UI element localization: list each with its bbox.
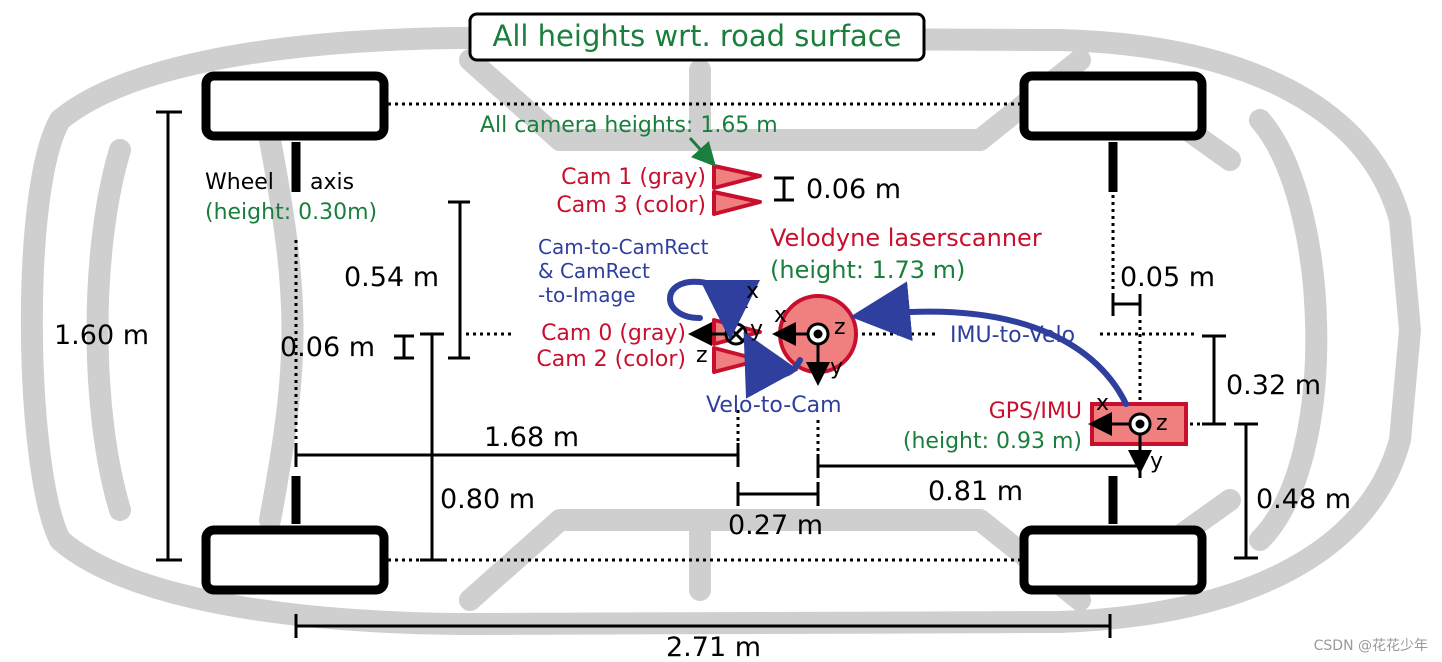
velo-axis-z: z: [834, 315, 846, 340]
dim-0-32: 0.32 m: [1226, 370, 1321, 401]
bottom-cam-gap-label: 0.06 m: [280, 332, 375, 363]
cam-rect-label-1: Cam-to-CamRect: [538, 235, 709, 259]
cam1-icon: [712, 164, 762, 190]
camera-heights-note: All camera heights: 1.65 m: [480, 113, 778, 138]
wheel-rear-right: [1019, 525, 1207, 595]
wheel-front-right: [201, 525, 389, 595]
wheel-rear-left: [1019, 71, 1207, 141]
velo-axis-y: y: [830, 355, 843, 380]
wheel-front-left: [201, 71, 389, 141]
top-cam-gap-label: 0.06 m: [806, 174, 901, 205]
gps-label: GPS/IMU: [989, 399, 1082, 424]
cam-axis-y: y: [750, 317, 763, 342]
dim-0-27: 0.27 m: [728, 510, 823, 541]
cam2-label: Cam 2 (color): [536, 347, 686, 372]
dimension-lines: [156, 110, 1258, 638]
cam2-icon: [712, 346, 762, 374]
title-text: All heights wrt. road surface: [493, 19, 902, 53]
dim-1-68: 1.68 m: [484, 422, 579, 453]
cam-rect-arrow: [667, 278, 760, 340]
gps-axis-z: z: [1156, 411, 1168, 436]
imu-to-velo-arrow: [850, 281, 1129, 407]
cam3-label: Cam 3 (color): [556, 193, 706, 218]
title-box: [468, 12, 926, 62]
wheel-axis-height: (height: 0.30m): [205, 200, 377, 225]
wheel-axis-label: Wheel: [205, 170, 274, 195]
cam0-label: Cam 0 (gray): [541, 321, 686, 346]
cam3-icon: [712, 190, 762, 216]
dim-0-48: 0.48 m: [1256, 484, 1351, 515]
cam-axis-x: x: [746, 279, 759, 304]
wheels: [201, 71, 1207, 595]
coord-frame-gps: [1088, 412, 1152, 474]
dimension-labels: 1.60 m 0.54 m 0.80 m 1.68 m 0.27 m 0.81 …: [54, 262, 1351, 662]
transform-arrows: [667, 278, 1129, 407]
gps-axis-x: x: [1096, 391, 1109, 416]
wheel-axis-label-2: axis: [310, 170, 354, 195]
dim-0-05: 0.05 m: [1120, 262, 1215, 293]
dim-1-60: 1.60 m: [54, 320, 149, 351]
cam-axis-z: z: [696, 343, 708, 368]
dim-2-71: 2.71 m: [666, 632, 761, 662]
velodyne-label: Velodyne laserscanner: [770, 224, 1042, 252]
gps-height: (height: 0.93 m): [903, 429, 1082, 454]
velo-to-cam-arrow: [743, 331, 803, 399]
velodyne-height: (height: 1.73 m): [770, 256, 965, 284]
coord-frame-velo: [772, 322, 830, 386]
cam-rect-label-3: -to-Image: [538, 283, 636, 307]
dim-0-80: 0.80 m: [440, 484, 535, 515]
cam1-label: Cam 1 (gray): [561, 165, 706, 190]
cam-rect-label-2: & CamRect: [538, 259, 650, 283]
velo-to-cam-label: Velo-to-Cam: [706, 393, 842, 418]
velo-axis-x: x: [774, 303, 787, 328]
camera-height-arrow: [688, 136, 717, 167]
axle-stubs: [291, 142, 1118, 524]
watermark: CSDN @花花少年: [1314, 638, 1428, 654]
dim-0-81: 0.81 m: [928, 476, 1023, 507]
dim-0-54: 0.54 m: [344, 262, 439, 293]
imu-to-velo-label: IMU-to-Velo: [950, 323, 1075, 348]
gps-axis-y: y: [1150, 449, 1163, 474]
